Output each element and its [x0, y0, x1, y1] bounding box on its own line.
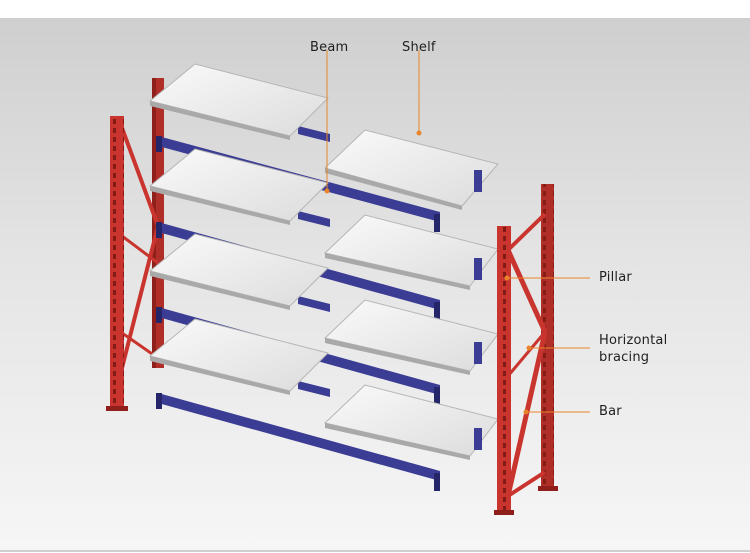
shelving-rack-diagram: [106, 50, 590, 515]
left-bracing-upper: [120, 127, 160, 227]
left-bracing-lower: [120, 225, 160, 369]
left-shelves: [148, 63, 329, 395]
label-beam: Beam: [310, 40, 349, 55]
diagram-canvas: Beam Shelf Pillar Horizontal bracing Bar: [0, 18, 750, 550]
label-pillar: Pillar: [599, 270, 632, 285]
right-shelves: [323, 129, 499, 460]
bottom-divider: [0, 550, 750, 552]
beam-level-4: [158, 393, 440, 481]
right-end-frame: [494, 184, 558, 515]
label-shelf: Shelf: [402, 40, 436, 55]
label-horizontal-bracing-line2: bracing: [599, 350, 650, 365]
shelf-left-2: [148, 148, 329, 225]
label-horizontal-bracing: Horizontal bracing: [599, 332, 667, 366]
label-bar: Bar: [599, 404, 622, 419]
shelf-right-top: [324, 129, 499, 210]
shelf-left-4: [148, 318, 329, 395]
leader-lines: [324, 50, 590, 415]
right-bracing-upper: [505, 248, 548, 334]
shelf-left-top: [148, 63, 329, 140]
label-horizontal-bracing-line1: Horizontal: [599, 333, 668, 348]
shelf-left-3: [148, 233, 329, 310]
